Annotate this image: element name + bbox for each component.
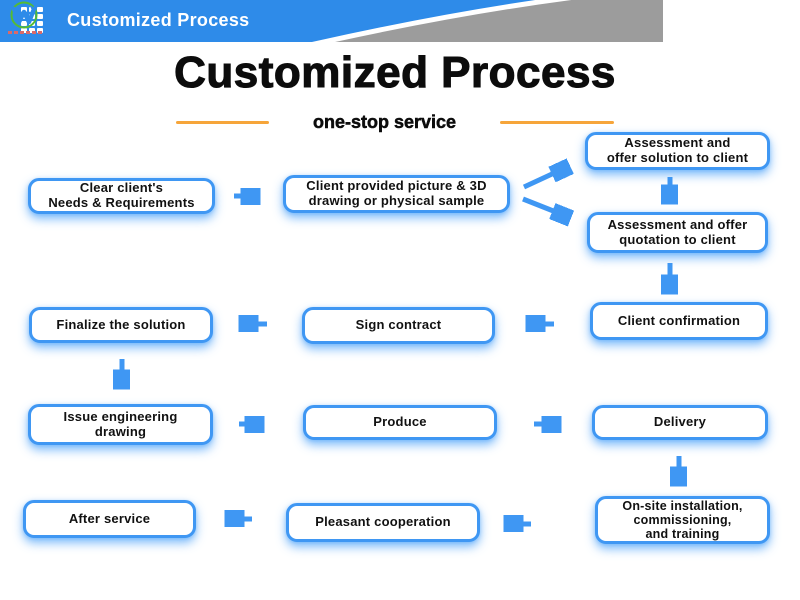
arrow-client-provided-to-assessment-quotation — [522, 196, 566, 216]
flow-box-label: Assessment and offer quotation to client — [607, 216, 748, 247]
flow-box-label: Sign contract — [355, 317, 442, 333]
flow-box-label: After service — [68, 510, 151, 526]
page-title: Customized Process — [174, 47, 616, 97]
flow-box-label: On-site installation, commissioning, and… — [622, 498, 743, 542]
flow-box-after-service: After service — [23, 500, 196, 538]
flow-box-pleasant-cooperation: Pleasant cooperation — [286, 503, 480, 542]
flow-box-label: Delivery — [653, 414, 707, 430]
flow-box-issue-engineering-drawing: Issue engineering drawing — [28, 404, 213, 445]
flow-box-label: Client confirmation — [617, 312, 741, 328]
flow-box-delivery: Delivery — [592, 405, 768, 440]
subtitle-left-line — [175, 120, 269, 124]
flow-box-produce: Produce — [303, 405, 497, 440]
flow-box-label: Assessment and offer solution to client — [606, 135, 749, 165]
flow-box-client-confirmation: Client confirmation — [590, 302, 768, 340]
flow-box-clear-needs: Clear client's Needs & Requirements — [28, 178, 215, 214]
flow-box-label: Clear client's Needs & Requirements — [48, 180, 195, 210]
company-logo — [8, 1, 42, 34]
arrow-client-provided-to-assessment-solution — [522, 168, 565, 190]
flow-box-onsite-installation: On-site installation, commissioning, and… — [595, 496, 770, 544]
header-bar: Customized Process — [0, 0, 663, 42]
flow-box-label: Produce — [373, 414, 427, 430]
flow-box-assessment-quotation: Assessment and offer quotation to client — [587, 212, 768, 253]
subtitle-right-line — [500, 120, 615, 124]
flow-box-client-provided: Client provided picture & 3D drawing or … — [283, 175, 510, 213]
flow-box-sign-contract: Sign contract — [302, 307, 495, 344]
flow-box-label: Finalize the solution — [56, 316, 186, 332]
header-background — [0, 0, 663, 42]
flow-box-assessment-solution: Assessment and offer solution to client — [585, 132, 770, 170]
flow-box-label: Issue engineering drawing — [63, 408, 178, 439]
subtitle-row: one-stop service — [0, 111, 790, 133]
page-subtitle: one-stop service — [312, 111, 457, 132]
header-title: Customized Process — [67, 10, 250, 30]
flow-box-label: Pleasant cooperation — [315, 514, 451, 530]
flow-box-finalize-solution: Finalize the solution — [29, 307, 213, 343]
flow-box-label: Client provided picture & 3D drawing or … — [306, 178, 487, 208]
